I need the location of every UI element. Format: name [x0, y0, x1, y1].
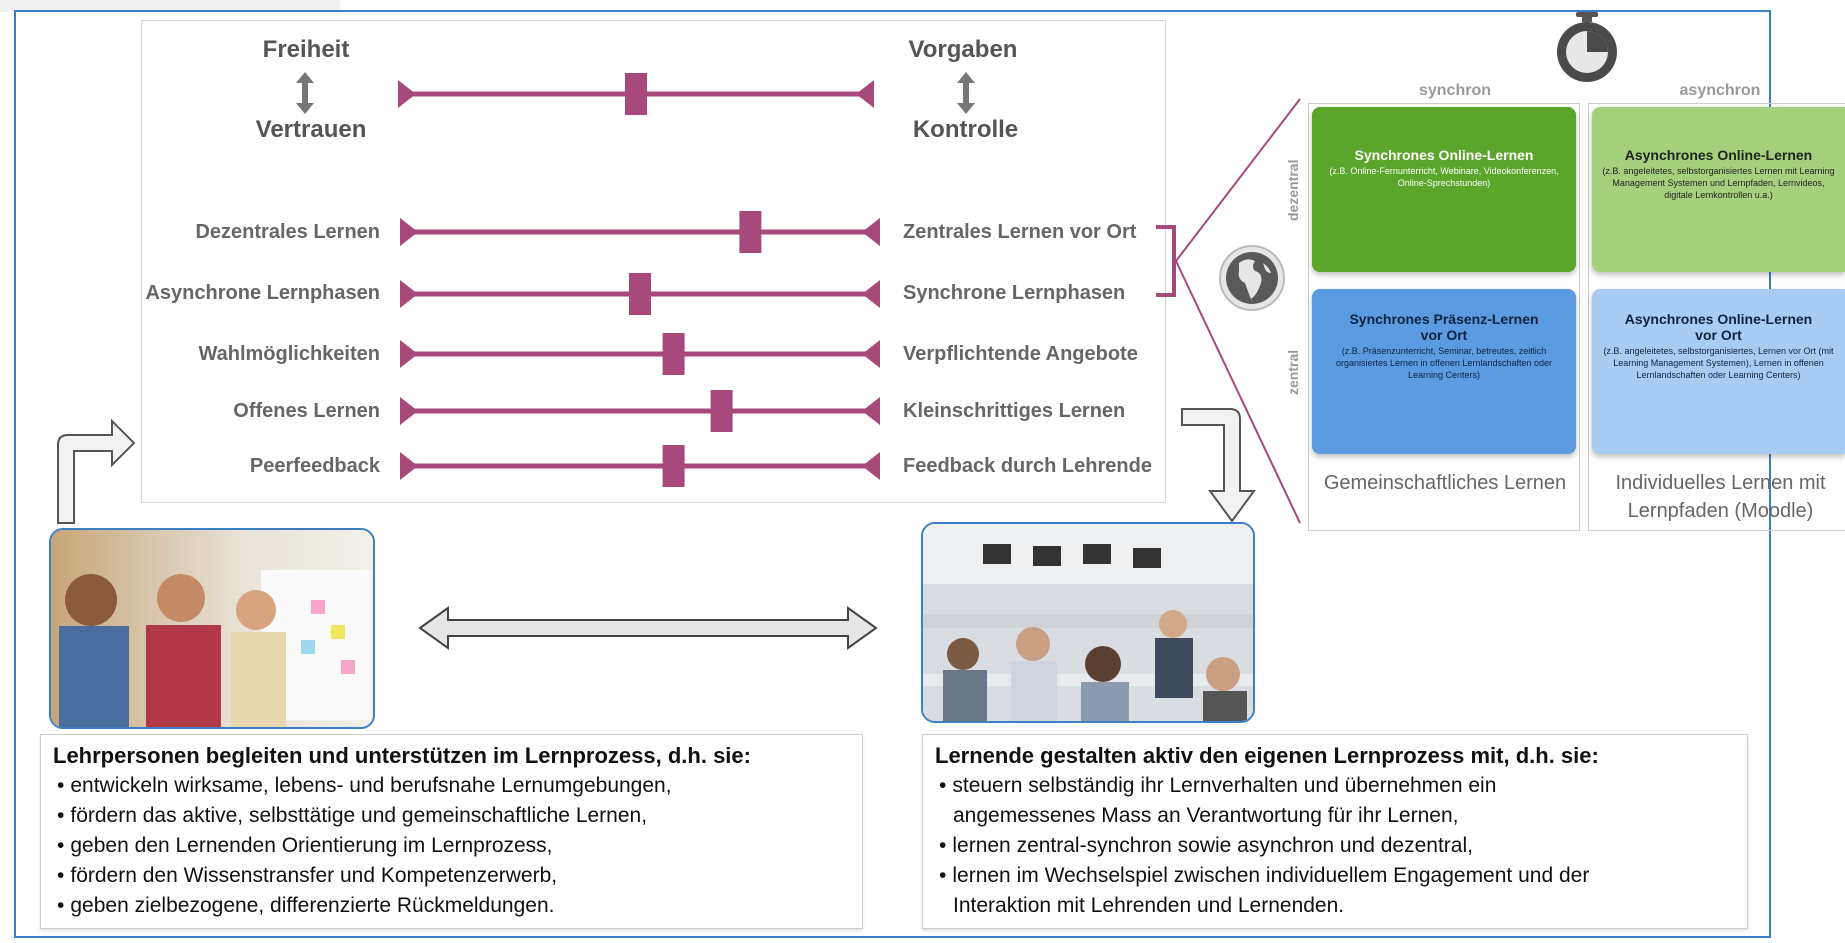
- slider-left-end: [400, 340, 418, 368]
- cell-title: Asynchrones Online-Lernen: [1624, 147, 1813, 163]
- vertical-double-arrow-icon: [296, 72, 314, 114]
- slider-scale: [400, 390, 880, 432]
- slider-left-end: [400, 397, 418, 425]
- photo-learners: [921, 522, 1255, 723]
- learners-list-item-continuation: Interaktion mit Lehrenden und Lernenden.: [953, 894, 1345, 917]
- grid-column-box: [1308, 103, 1580, 531]
- cell-asynchrones-online-lernen-vor-ort: Asynchrones Online-Lernen vor Ort (z.B. …: [1592, 289, 1845, 454]
- slider-marker: [710, 390, 733, 432]
- slider-scale: [400, 211, 880, 253]
- slider-left-end: [400, 452, 418, 480]
- stopwatch-icon: [1557, 12, 1617, 82]
- label-individuelles-lernen: Individuelles Lernen mit Lernpfaden (Moo…: [1615, 472, 1826, 522]
- slider-left-label: Wahlmöglichkeiten: [198, 343, 380, 365]
- slider-right-label: Feedback durch Lehrende: [903, 455, 1152, 477]
- slider-scale: [400, 445, 880, 487]
- cell-title: Asynchrones Online-Lernen vor Ort: [1624, 311, 1813, 343]
- teachers-textbox: Lehrpersonen begleiten und unterstützen …: [40, 734, 863, 929]
- slider-panel: [141, 20, 1166, 503]
- diagram-frame: [14, 10, 1771, 938]
- learners-list-item: steuern selbständig ihr Lernverhalten un…: [935, 771, 1735, 801]
- label-vorgaben: Vorgaben: [908, 36, 1018, 63]
- slider-left-label: Dezentrales Lernen: [195, 221, 380, 243]
- slider-right-label: Zentrales Lernen vor Ort: [903, 221, 1137, 243]
- globe-icon: [1219, 245, 1285, 311]
- label-kontrolle: Kontrolle: [912, 116, 1019, 143]
- row-header-zentral: zentral: [1285, 349, 1301, 396]
- slider-marker: [662, 445, 685, 487]
- teachers-list-item: geben den Lernenden Orientierung im Lern…: [53, 831, 850, 861]
- slider-right-end: [856, 80, 874, 108]
- teachers-list-item: fördern den Wissenstransfer und Kompeten…: [53, 861, 850, 891]
- teachers-list-item: geben zielbezogene, differenzierte Rückm…: [53, 891, 850, 921]
- cell-subtitle: (z.B. angeleitetes, selbstorganisiertes …: [1602, 166, 1835, 200]
- vertical-double-arrow-icon: [957, 72, 975, 114]
- photo-learners-illustration: [923, 524, 1253, 721]
- cell-asynchrones-online-lernen: Asynchrones Online-Lernen (z.B. angeleit…: [1592, 107, 1845, 272]
- slider-scale: [400, 273, 880, 315]
- slider-marker: [739, 211, 762, 253]
- teachers-list-item: fördern das aktive, selbsttätige und gem…: [53, 801, 850, 831]
- slider-right-end: [862, 340, 880, 368]
- cell-subtitle: (z.B. Online-Fernunterricht, Webinare, V…: [1329, 166, 1559, 188]
- cell-synchrones-online-lernen: Synchrones Online-Lernen (z.B. Online-Fe…: [1312, 107, 1576, 272]
- slider-left-label: Asynchrone Lernphasen: [145, 282, 380, 304]
- slider-left-end: [400, 280, 418, 308]
- column-header-synchron: synchron: [1418, 82, 1491, 99]
- slider-right-end: [862, 452, 880, 480]
- cell-synchrones-praesenz-lernen: Synchrones Präsenz-Lernen vor Ort (z.B. …: [1312, 289, 1576, 454]
- slider-right-end: [862, 280, 880, 308]
- slider-marker: [629, 273, 651, 315]
- row-header-dezentral: dezentral: [1285, 159, 1301, 221]
- bent-arrow-up-right-icon: [57, 418, 136, 524]
- label-freiheit: Freiheit: [262, 36, 350, 63]
- cell-subtitle: (z.B. Präsenzunterricht, Seminar, betreu…: [1336, 346, 1552, 380]
- column-header-asynchron: asynchron: [1679, 82, 1761, 99]
- learners-list-item: lernen im Wechselspiel zwischen individu…: [935, 861, 1735, 891]
- slider-right-end: [862, 218, 880, 246]
- slider-right-label: Synchrone Lernphasen: [903, 282, 1126, 304]
- learners-list-item: lernen zentral-synchron sowie asynchron …: [935, 831, 1735, 861]
- slider-right-end: [862, 397, 880, 425]
- cell-title: Synchrones Präsenz-Lernen vor Ort: [1349, 311, 1539, 343]
- slider-left-end: [400, 218, 418, 246]
- teachers-title: Lehrpersonen begleiten und unterstützen …: [53, 743, 751, 768]
- slider-right-label: Kleinschrittiges Lernen: [903, 400, 1126, 422]
- bracket-connector: [1156, 98, 1301, 524]
- grid-column-box: [1588, 103, 1845, 531]
- slider-left-label: Peerfeedback: [249, 455, 380, 477]
- photo-teachers-illustration: [51, 530, 373, 727]
- label-gemeinschaftliches-lernen: Gemeinschaftliches Lernen: [1323, 472, 1567, 494]
- learners-list-item-continuation: angemessenes Mass an Verantwortung für i…: [953, 804, 1459, 827]
- slider-marker: [662, 333, 685, 375]
- slider-scale: [398, 73, 874, 115]
- cell-subtitle: (z.B. angeleitetes, selbstorganisiertes,…: [1603, 346, 1834, 380]
- slider-scale: [400, 333, 880, 375]
- photo-teachers: [49, 528, 375, 729]
- slider-left-label: Offenes Lernen: [233, 400, 380, 422]
- label-vertrauen: Vertrauen: [255, 116, 367, 143]
- learners-textbox: Lernende gestalten aktiv den eigenen Ler…: [922, 734, 1748, 929]
- bent-arrow-right-down-icon: [1181, 408, 1256, 523]
- teachers-list-item: entwickeln wirksame, lebens- und berufsn…: [53, 771, 850, 801]
- learners-title: Lernende gestalten aktiv den eigenen Ler…: [935, 743, 1599, 768]
- cell-title: Synchrones Online-Lernen: [1354, 147, 1534, 163]
- slider-left-end: [398, 80, 416, 108]
- slider-marker: [625, 73, 647, 115]
- top-strip: [0, 0, 340, 12]
- horizontal-double-arrow-icon: [418, 606, 878, 650]
- slider-right-label: Verpflichtende Angebote: [903, 343, 1138, 365]
